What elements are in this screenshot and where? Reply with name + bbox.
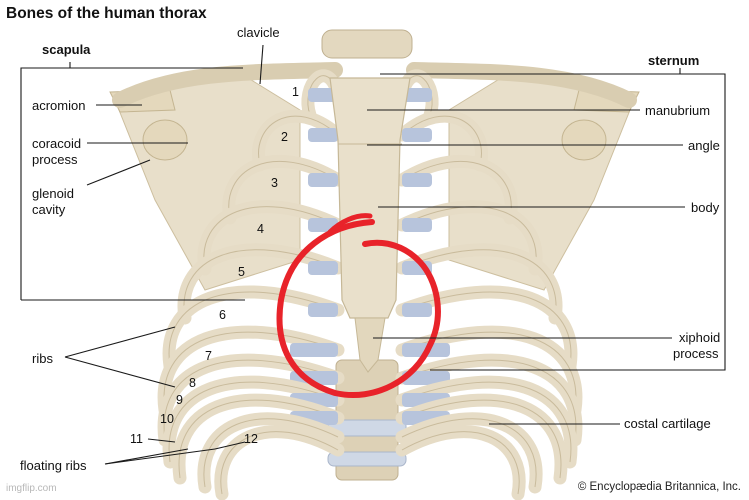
label-xiphoid-2: process: [673, 346, 719, 361]
rib-number-3: 3: [271, 176, 278, 190]
label-floating-ribs: floating ribs: [20, 458, 87, 473]
rib-outline-11-right: [401, 418, 537, 488]
label-body: body: [691, 200, 720, 215]
costal-cartilage-6-left: [308, 303, 338, 317]
rib-number-5: 5: [238, 265, 245, 279]
rib-outline-9-right: [401, 381, 572, 463]
rib-outline-3-left: [228, 161, 339, 219]
scapula-shapes: [109, 69, 640, 291]
label-xiphoid-1: xiphoid: [679, 330, 721, 345]
rib-number-11: 11: [130, 432, 143, 446]
costal-cartilage-3-left: [308, 173, 338, 187]
rib-number-2: 2: [281, 130, 288, 144]
label-ribs: ribs: [32, 351, 53, 366]
rib-outline-11-left: [203, 418, 339, 488]
label-scapula: scapula: [42, 42, 91, 57]
label-coracoid-2: process: [32, 152, 78, 167]
costal-cartilage-1-right: [402, 88, 432, 102]
watermark-text: imgflip.com: [6, 483, 57, 494]
label-manubrium: manubrium: [645, 103, 711, 118]
rib-outline-12-left: [220, 431, 339, 495]
rib-outline-4-right: [401, 206, 537, 270]
rib-number-4: 4: [257, 222, 264, 236]
costal-cartilage-3-right: [402, 173, 432, 187]
label-angle: angle: [688, 138, 720, 153]
rib-outline-9-left: [168, 381, 339, 463]
rib-outline-8-right: [401, 359, 577, 441]
label-clavicle: clavicle: [237, 25, 280, 40]
rib-outline-2-right: [401, 115, 482, 166]
page-title: Bones of the human thorax: [6, 5, 207, 22]
rib-outline-4-left: [203, 206, 339, 270]
leader-lines: [20, 44, 726, 465]
label-costal-cartilage: costal cartilage: [624, 416, 711, 431]
costal-cartilage-8-right: [402, 371, 450, 385]
label-glenoid-1: glenoid: [32, 186, 74, 201]
rib-number-8: 8: [189, 376, 196, 390]
rib-cage: [157, 69, 583, 500]
costal-cartilage-7-left: [290, 343, 338, 357]
rib-outline-5-right: [401, 249, 557, 319]
costal-cartilage-1-left: [308, 88, 338, 102]
label-sternum: sternum: [648, 53, 700, 68]
label-acromion: acromion: [32, 98, 86, 113]
costal-cartilage-4-right: [402, 218, 432, 232]
label-coracoid-1: coracoid: [32, 136, 82, 151]
rib-outline-12-right: [401, 431, 520, 495]
label-glenoid-2: cavity: [32, 202, 66, 217]
costal-cartilage-6-right: [402, 303, 432, 317]
rib-number-7: 7: [205, 349, 212, 363]
rib-number-1: 1: [292, 85, 299, 99]
rib-number-12: 12: [244, 432, 258, 446]
rib-number-10: 10: [160, 412, 174, 426]
costal-cartilage-2-right: [402, 128, 432, 142]
rib-number-9: 9: [176, 393, 183, 407]
rib-outline-3-right: [401, 161, 512, 219]
rib-outline-2-left: [258, 115, 339, 166]
rib-outline-7-left: [163, 331, 339, 411]
costal-cartilage-5-left: [308, 261, 338, 275]
red-annotation: [276, 213, 441, 398]
sternum-bone: [329, 77, 411, 373]
credit-text: © Encyclopædia Britannica, Inc.: [577, 481, 741, 493]
costal-cartilage-2-left: [308, 128, 338, 142]
rib-outline-6-left: [168, 291, 339, 367]
rib-outline-6-right: [401, 291, 572, 367]
rib-number-6: 6: [219, 308, 226, 322]
rib-outline-10-right: [401, 399, 562, 479]
